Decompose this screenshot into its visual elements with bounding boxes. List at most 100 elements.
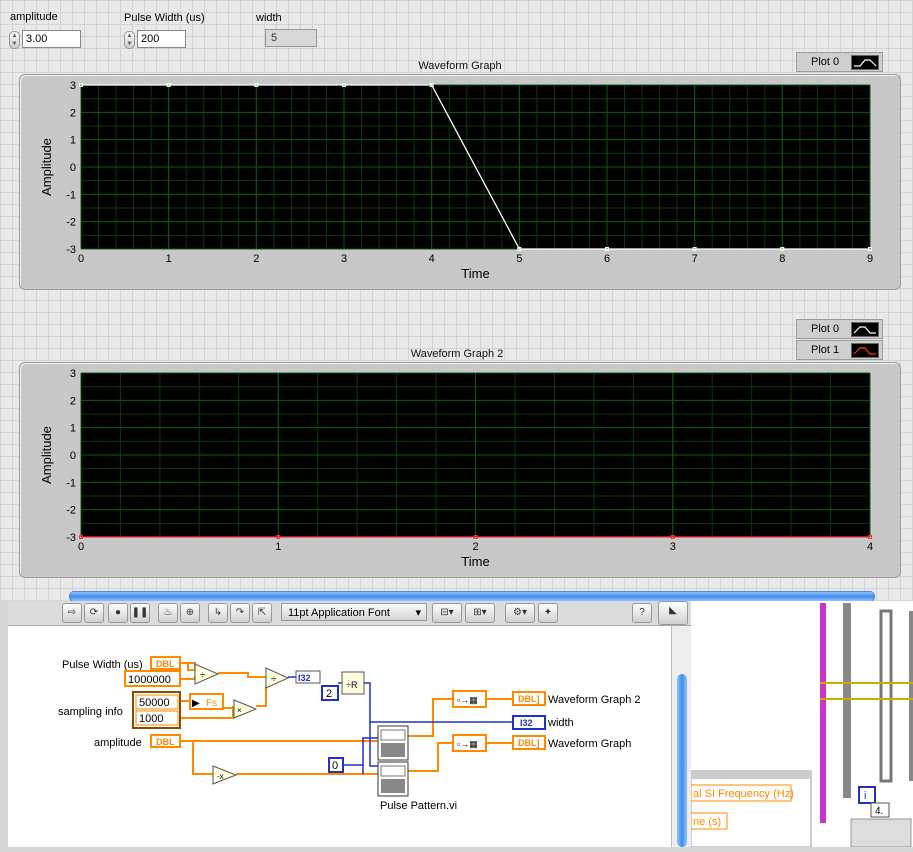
vertical-scroll-thumb[interactable] — [677, 674, 687, 847]
sequence-index — [870, 802, 890, 818]
divide-node-2[interactable] — [265, 667, 290, 689]
run-arrow-icon[interactable]: ⇨ — [62, 603, 82, 623]
wire — [408, 742, 453, 772]
step-out-icon[interactable]: ⇱ — [252, 603, 272, 623]
amplitude-control[interactable]: ▲▼ 3.00 — [9, 30, 81, 49]
plot1-swatch-icon[interactable] — [851, 343, 879, 358]
negate-node[interactable] — [212, 765, 238, 785]
pulse-pattern-icon — [380, 765, 406, 777]
y-tick-label: -3 — [66, 244, 76, 256]
divide-icon: ÷ — [200, 670, 206, 681]
sequence-frame-2 — [850, 818, 912, 848]
constant-50000-text: 50000 — [139, 697, 170, 709]
amplitude-spinner[interactable]: ▲▼ — [9, 31, 20, 49]
divide-icon: ÷ — [271, 674, 277, 685]
quotient-remainder-icon: ÷R — [346, 680, 358, 690]
pause-icon[interactable]: ❚❚ — [130, 603, 150, 623]
iteration-label: i — [864, 790, 866, 802]
dbl-tag: DBL — [156, 659, 175, 669]
constant-1000000[interactable] — [124, 670, 181, 687]
step-into-icon[interactable]: ↳ — [208, 603, 228, 623]
pulse-width-control[interactable]: ▲▼ 200 — [124, 30, 186, 49]
data-point — [670, 535, 675, 539]
constant-2[interactable] — [321, 685, 339, 701]
step-over-icon[interactable]: ↷ — [230, 603, 250, 623]
vertical-scrollbar[interactable] — [671, 626, 692, 847]
wire — [180, 676, 196, 680]
wire — [256, 686, 267, 707]
arrow-right-icon: ▶ — [192, 698, 200, 709]
amplitude-terminal-label: amplitude — [94, 737, 142, 749]
amplitude-terminal[interactable] — [150, 734, 181, 748]
retain-wire-icon[interactable]: ⊕ — [180, 603, 200, 623]
x-tick-label: 6 — [604, 253, 610, 265]
data-point — [780, 247, 785, 251]
time-node — [690, 812, 728, 830]
x-tick-label: 5 — [516, 253, 522, 265]
pulse-width-input[interactable]: 200 — [137, 30, 186, 48]
constant-0[interactable] — [328, 757, 344, 773]
graph1-legend[interactable]: Plot 0 — [796, 52, 883, 72]
plot0-swatch-icon[interactable] — [851, 55, 879, 70]
legend-line — [853, 347, 876, 355]
waveform-graph-2-terminal-label: Waveform Graph 2 — [548, 694, 641, 706]
loop-frame — [879, 609, 893, 783]
graph2-title: Waveform Graph 2 — [410, 348, 504, 360]
highlight-bulb-icon[interactable]: ♨ — [158, 603, 178, 623]
dbl-array-tag: DBL] — [518, 738, 540, 748]
graph2-legend-plot0: Plot 0 — [811, 323, 840, 335]
run-continuous-icon[interactable]: ⟳ — [84, 603, 104, 623]
plot0-swatch-icon[interactable] — [851, 322, 879, 337]
font-select[interactable]: 11pt Application Font▾ — [281, 603, 427, 621]
align-icon[interactable]: ⊟▾ — [432, 603, 462, 623]
loop-border — [843, 603, 851, 798]
waveform-graph-2-terminal[interactable] — [512, 691, 546, 706]
constant-1000[interactable] — [135, 710, 179, 726]
abort-icon[interactable]: ● — [108, 603, 128, 623]
help-icon[interactable]: ? — [632, 603, 652, 623]
cleanup-icon[interactable]: ✦ — [538, 603, 558, 623]
graph2-legend-plot1: Plot 1 — [811, 344, 840, 356]
y-tick-label: 3 — [70, 80, 76, 92]
frame-border — [820, 603, 826, 823]
pulse-width-spinner[interactable]: ▲▼ — [124, 31, 135, 49]
y-tick-label: -1 — [66, 189, 76, 201]
vi-icon[interactable]: ◣ — [658, 601, 688, 625]
multiply-node[interactable] — [233, 699, 258, 719]
width-terminal-label: width — [547, 717, 574, 729]
data-point — [605, 247, 609, 251]
y-tick-label: 1 — [70, 423, 76, 435]
sequence-frame — [690, 770, 812, 848]
pulse-width-label: Pulse Width (us) — [124, 12, 205, 24]
legend-line — [853, 326, 876, 334]
pulse-width-terminal[interactable] — [150, 656, 181, 670]
chevron-down-icon: ▾ — [415, 607, 421, 619]
waveform-graph-terminal[interactable] — [512, 735, 546, 750]
unbundle-fs[interactable] — [189, 693, 224, 710]
multiply-icon: × — [237, 706, 242, 715]
distribute-icon[interactable]: ⊞▾ — [465, 603, 495, 623]
wire — [408, 698, 453, 737]
build-waveform-1[interactable] — [452, 690, 487, 708]
divide-node[interactable] — [194, 663, 220, 685]
quotient-remainder-node[interactable] — [341, 671, 365, 695]
reorder-icon[interactable]: ⚙▾ — [505, 603, 535, 623]
width-terminal[interactable] — [512, 715, 546, 730]
build-waveform-icon: ▫→▦ — [457, 695, 478, 705]
amplitude-input[interactable]: 3.00 — [22, 30, 81, 48]
data-point — [254, 83, 259, 87]
data-point — [276, 535, 281, 539]
frequency-label: al SI Frequency (Hz) — [693, 788, 794, 800]
x-tick-label: 4 — [429, 253, 435, 265]
build-waveform-2[interactable] — [452, 734, 487, 752]
graph2-legend-row0[interactable]: Plot 0 — [796, 319, 883, 339]
constant-50000[interactable] — [135, 694, 179, 710]
sequence-frame-film — [691, 771, 811, 779]
x-tick-label: 3 — [341, 253, 347, 265]
graph2-legend-row1[interactable]: Plot 1 — [796, 340, 883, 360]
to-i32-node[interactable] — [295, 670, 321, 684]
iteration-terminal — [858, 786, 876, 804]
i32-text: I32 — [298, 673, 311, 683]
